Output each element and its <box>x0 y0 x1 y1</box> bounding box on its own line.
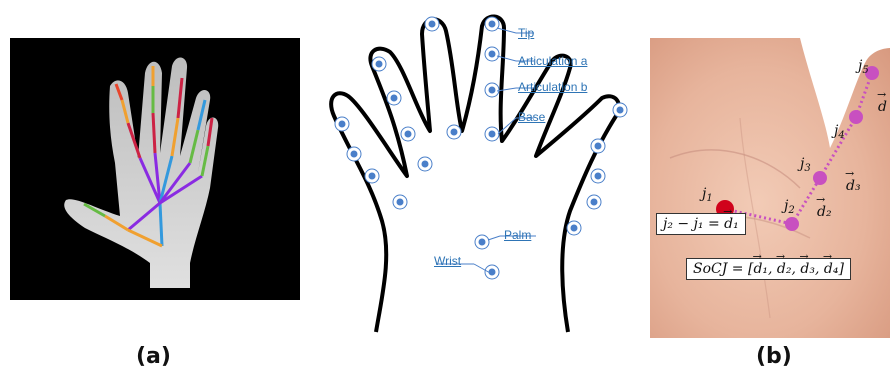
vector-d4: d <box>877 88 887 115</box>
bone <box>196 99 207 131</box>
joint-marker-dot <box>390 94 398 102</box>
depth-hand-svg <box>64 57 219 289</box>
bone <box>158 162 192 204</box>
label-j3: j3 <box>797 156 811 174</box>
joint-marker-dot <box>616 106 624 114</box>
hand-outline <box>329 14 621 333</box>
label-leaders <box>436 27 536 275</box>
bone <box>188 129 200 164</box>
joint-j4 <box>849 110 863 124</box>
joint-marker-dot <box>594 142 602 150</box>
joint-marker-dot <box>590 198 598 206</box>
bone <box>159 174 203 205</box>
depth-hand-image <box>10 38 300 300</box>
joint-marker-dot <box>421 160 429 168</box>
bone <box>114 83 124 101</box>
hand-outline-svg <box>329 14 628 333</box>
vector-d3: d₃ <box>845 167 861 194</box>
equation-difference: j₂ − j₁ = d₁ <box>656 205 746 235</box>
bone <box>158 155 174 204</box>
label-j4: j4 <box>831 123 845 141</box>
joint-marker-dot <box>488 268 496 276</box>
bone <box>206 117 214 147</box>
label-articulation-a: Articulation a <box>518 54 588 68</box>
joint-marker-dot <box>375 60 383 68</box>
label-j1: j1 <box>699 186 713 204</box>
hand-sketch: Tip Articulation a Articulation b Base P… <box>322 6 632 336</box>
label-palm: Palm <box>504 228 532 242</box>
bone <box>127 228 163 248</box>
joint-marker-dot <box>404 130 412 138</box>
bone <box>151 112 157 154</box>
label-j2: j2 <box>781 198 795 216</box>
joint-marker-dot <box>450 128 458 136</box>
label-j5: j5 <box>855 58 869 76</box>
hand-silhouette <box>64 57 219 289</box>
bone <box>83 202 106 218</box>
label-tip: Tip <box>518 26 535 40</box>
skeleton <box>83 66 214 248</box>
joint-markers <box>334 16 628 280</box>
bone <box>170 117 180 157</box>
joint-marker-dot <box>350 150 358 158</box>
joint-marker-dot <box>488 20 496 28</box>
joint-j5 <box>865 66 879 80</box>
label-base: Base <box>518 110 546 124</box>
joint-marker-dot <box>488 130 496 138</box>
joint-chain <box>724 72 874 226</box>
joint-marker-dot <box>338 120 346 128</box>
caption-a: (a) <box>136 344 171 369</box>
joint-marker-dot <box>488 86 496 94</box>
equation-socj: SoCJ = [d₁, d₂, d₃, d₄] <box>686 250 851 280</box>
label-wrist: Wrist <box>434 254 462 268</box>
bone <box>120 99 130 124</box>
palm-photo: j1 j2 j3 j4 j5 d₂ d₃ d j₂ − j₁ = d₁ SoCJ… <box>650 38 890 338</box>
bone <box>138 157 162 204</box>
joint-marker-dot <box>428 20 436 28</box>
bone <box>158 202 164 247</box>
bone <box>127 201 161 232</box>
label-articulation-b: Articulation b <box>518 80 588 94</box>
bone <box>104 214 129 232</box>
bone <box>176 77 184 119</box>
vector-d2: d₂ <box>816 193 832 220</box>
joint-marker-dot <box>478 238 486 246</box>
joint-marker-dot <box>396 198 404 206</box>
bone <box>126 122 142 159</box>
bone <box>153 152 162 204</box>
joint-marker-dot <box>594 172 602 180</box>
caption-b: (b) <box>756 344 792 369</box>
joint-marker-dot <box>570 224 578 232</box>
joint-j3 <box>813 171 827 185</box>
bone <box>200 145 210 177</box>
joint-marker-dot <box>488 50 496 58</box>
joint-j2 <box>785 217 799 231</box>
joint-marker-dot <box>368 172 376 180</box>
